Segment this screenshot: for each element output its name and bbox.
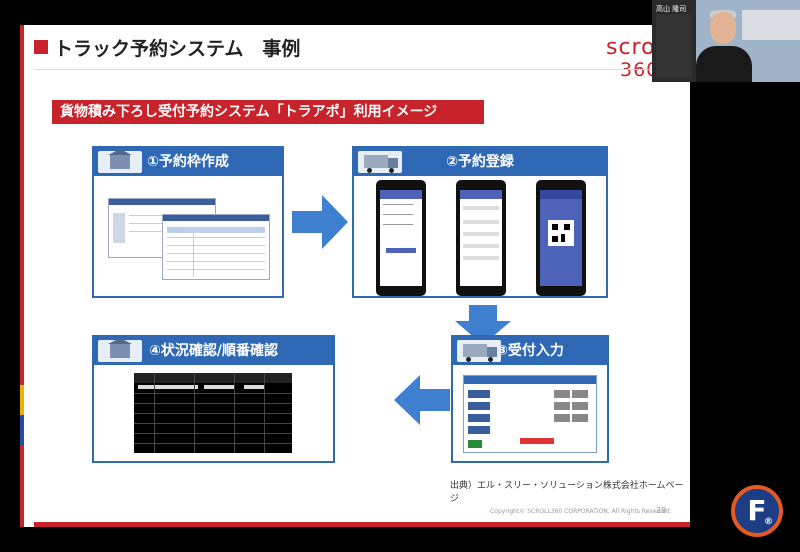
- phone-screenshot-2: [456, 180, 506, 296]
- name-card: [656, 14, 692, 78]
- speaker-video: 高山 隆司: [652, 0, 800, 82]
- panel-reservation-register: ②予約登録: [352, 146, 608, 298]
- panel-label: ③受付入力: [496, 343, 564, 359]
- phone-screenshot-3: [536, 180, 586, 296]
- logo-text-top: scro: [606, 35, 656, 60]
- footer-bar: [34, 522, 690, 527]
- slide-accent-bar: [20, 25, 24, 527]
- panel-label: ①予約枠作成: [147, 154, 229, 170]
- title-marker: [34, 40, 48, 54]
- source-citation: 出典）エル・スリー・ソリューション株式会社ホームページ: [450, 481, 684, 504]
- panel-reservation-slot: ①予約枠作成: [92, 146, 284, 298]
- slide-title: トラック予約システム 事例: [54, 38, 301, 60]
- arrow-down-icon: [455, 305, 511, 345]
- status-table-screenshot: [134, 373, 292, 453]
- panel-label: ④状況確認/順番確認: [149, 343, 278, 359]
- warehouse-truck-icon: [98, 338, 142, 362]
- presentation-slide: トラック予約システム 事例 scro 360 貨物積み下ろし受付予約システム「ト…: [20, 25, 690, 527]
- copyright-text: Copyright© SCROLL360 CORPORATION, All Ri…: [490, 508, 672, 515]
- scroll360-logo: scro 360: [606, 35, 660, 82]
- admin-screenshot-front: [162, 214, 270, 280]
- speaker-name: 高山 隆司: [656, 5, 687, 13]
- truck-icon: [457, 340, 501, 362]
- panel-label: ②予約登録: [446, 154, 514, 170]
- arrow-right-icon: [292, 195, 348, 249]
- page-number: 29: [656, 506, 667, 515]
- truck-icon: [358, 151, 402, 173]
- panel-reception-input: ③受付入力: [451, 335, 609, 463]
- panel-status-check: ④状況確認/順番確認: [92, 335, 335, 463]
- panel-header: ②予約登録: [354, 148, 606, 176]
- panel-header: ③受付入力: [453, 337, 607, 365]
- reception-screenshot: [463, 375, 597, 453]
- arrow-left-icon: [394, 375, 450, 425]
- section-banner: 貨物積み下ろし受付予約システム「トラアポ」利用イメージ: [52, 100, 484, 124]
- registered-mark: ®: [764, 517, 773, 527]
- phone-screenshot-1: [376, 180, 426, 296]
- title-divider: [34, 69, 690, 70]
- logo-text-bottom: 360: [620, 59, 660, 81]
- warehouse-icon: [98, 149, 142, 173]
- panel-header: ④状況確認/順番確認: [94, 337, 333, 365]
- speaker-face: [710, 12, 736, 44]
- logo-letter: F: [747, 494, 767, 527]
- channel-logo: F ®: [731, 485, 783, 537]
- panel-header: ①予約枠作成: [94, 148, 282, 176]
